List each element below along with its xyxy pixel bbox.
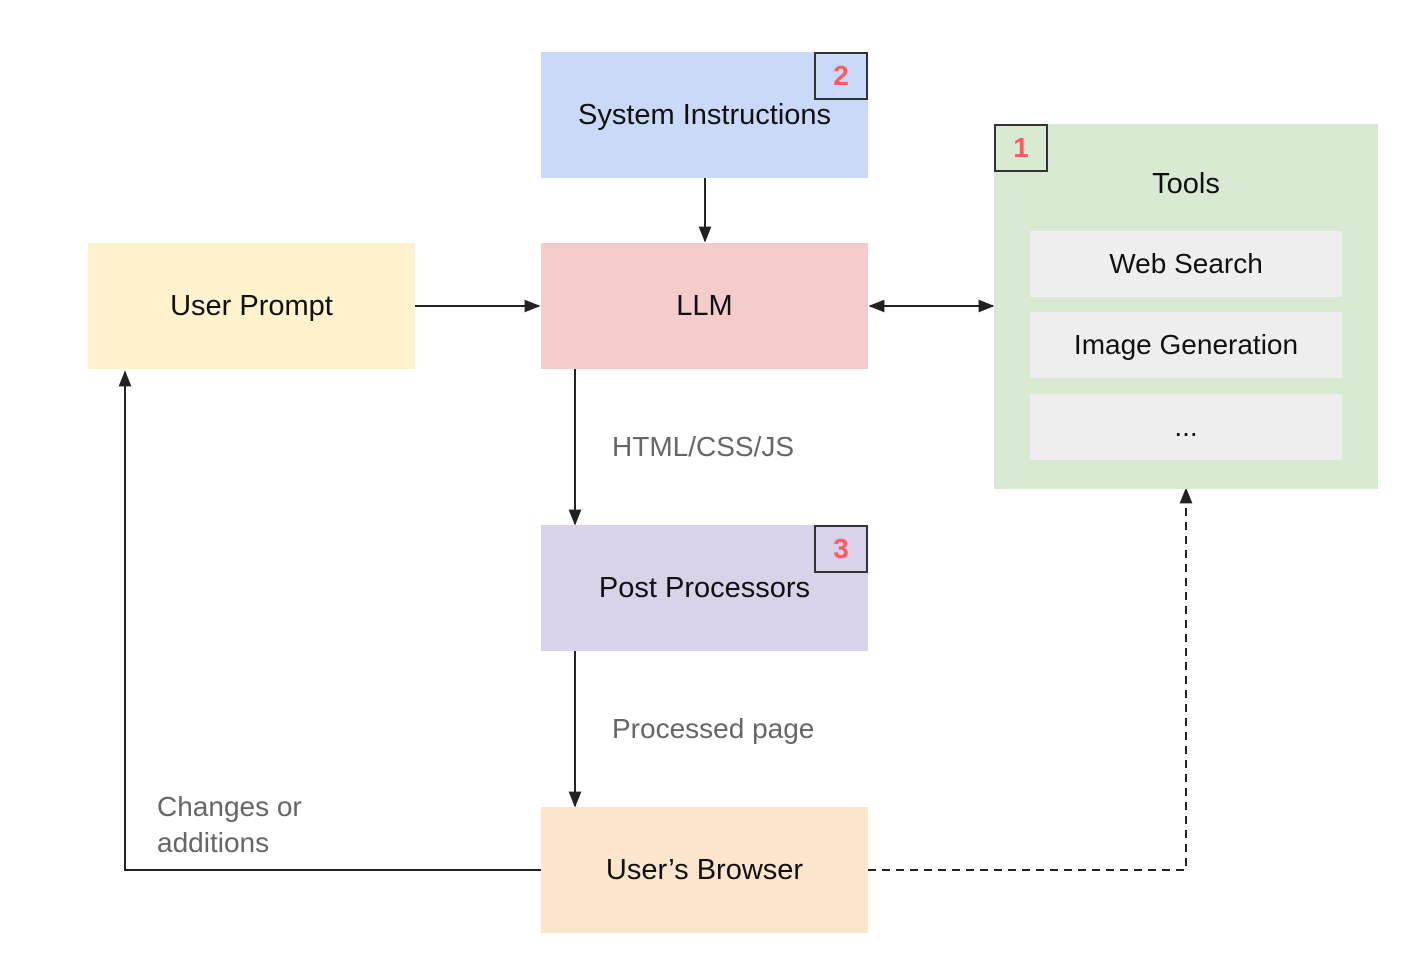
node-user-prompt-label: User Prompt: [170, 289, 333, 322]
tool-item-more-label: ...: [1174, 411, 1198, 442]
badge-3-number: 3: [833, 533, 849, 564]
badge-2-number: 2: [833, 60, 849, 91]
edge-label-html-css-js: HTML/CSS/JS: [612, 431, 795, 462]
badge-2: 2: [814, 52, 868, 100]
edge-label-changes-or-additions: Changes or additions: [157, 789, 302, 861]
edge-label-changes-line1: Changes or: [157, 791, 302, 822]
badge-3: 3: [814, 525, 868, 573]
node-post-processors: Post Processors 3: [541, 525, 868, 651]
edge-browser-to-prompt: [118, 370, 541, 871]
node-system-instructions-label: System Instructions: [577, 98, 832, 131]
node-llm-label: LLM: [676, 289, 733, 322]
tool-item-image-generation: Image Generation: [1030, 312, 1342, 378]
node-tools-label: Tools: [1152, 168, 1220, 200]
tool-item-more: ...: [1030, 394, 1342, 460]
node-post-processors-label: Post Processors: [598, 571, 811, 604]
tool-item-web-search: Web Search: [1030, 231, 1342, 297]
node-system-instructions: System Instructions 2: [541, 52, 868, 178]
tool-item-web-search-label: Web Search: [1109, 248, 1263, 279]
badge-1: 1: [994, 124, 1048, 172]
tool-item-image-generation-label: Image Generation: [1073, 329, 1299, 360]
node-llm: LLM: [541, 243, 868, 369]
edge-browser-to-tools-dashed: [868, 487, 1193, 871]
node-tools: 1 Tools Web Search Image Generation ...: [994, 124, 1378, 489]
edge-label-processed-page: Processed page: [612, 713, 815, 744]
edge-label-changes-line2: additions: [157, 827, 270, 858]
node-users-browser: User’s Browser: [541, 807, 868, 933]
node-user-prompt: User Prompt: [88, 243, 415, 369]
node-users-browser-label: User’s Browser: [605, 853, 804, 886]
badge-1-number: 1: [1013, 132, 1029, 163]
